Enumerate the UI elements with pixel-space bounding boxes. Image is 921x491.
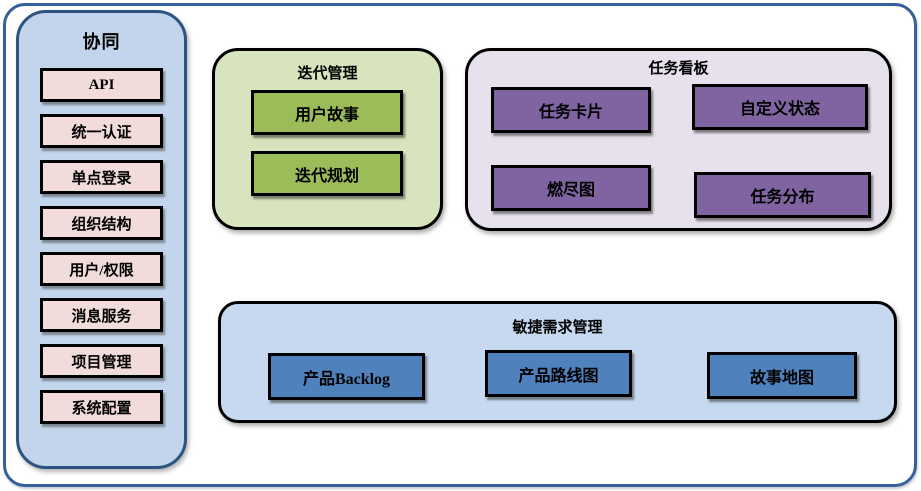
feature-task-card: 任务卡片: [491, 87, 651, 133]
section-iteration-title: 迭代管理: [297, 65, 358, 82]
sidebar-item-unified-auth: 统一认证: [40, 114, 163, 148]
section-agile-requirements: 敏捷需求管理 产品Backlog 产品路线图 故事地图: [218, 301, 897, 423]
sidebar-item-user-permission: 用户/权限: [40, 252, 163, 286]
sidebar-item-list: API 统一认证 单点登录 组织结构 用户/权限 消息服务 项目管理 系统配置: [19, 68, 184, 424]
feature-story-map: 故事地图: [707, 352, 857, 399]
feature-user-story: 用户故事: [251, 90, 403, 135]
outer-frame: [3, 3, 917, 487]
section-iteration-management: 迭代管理 用户故事 迭代规划: [212, 48, 443, 230]
sidebar-collaboration: 协同 API 统一认证 单点登录 组织结构 用户/权限 消息服务 项目管理 系统…: [16, 10, 187, 469]
sidebar-item-api: API: [40, 68, 163, 102]
feature-custom-status: 自定义状态: [692, 84, 868, 130]
sidebar-title: 协同: [82, 32, 121, 52]
feature-product-roadmap: 产品路线图: [485, 350, 632, 397]
sidebar-item-project-mgmt: 项目管理: [40, 344, 163, 378]
section-agile-title: 敏捷需求管理: [512, 319, 603, 336]
sidebar-item-org-structure: 组织结构: [40, 206, 163, 240]
sidebar-item-system-config: 系统配置: [40, 390, 163, 424]
section-task-kanban: 任务看板 任务卡片 自定义状态 燃尽图 任务分布: [465, 48, 892, 231]
feature-product-backlog: 产品Backlog: [268, 353, 425, 400]
section-kanban-title: 任务看板: [648, 60, 709, 77]
feature-burndown-chart: 燃尽图: [491, 165, 651, 211]
sidebar-item-sso: 单点登录: [40, 160, 163, 194]
feature-task-distribution: 任务分布: [694, 172, 871, 218]
sidebar-item-message-service: 消息服务: [40, 298, 163, 332]
feature-iteration-planning: 迭代规划: [251, 151, 403, 196]
